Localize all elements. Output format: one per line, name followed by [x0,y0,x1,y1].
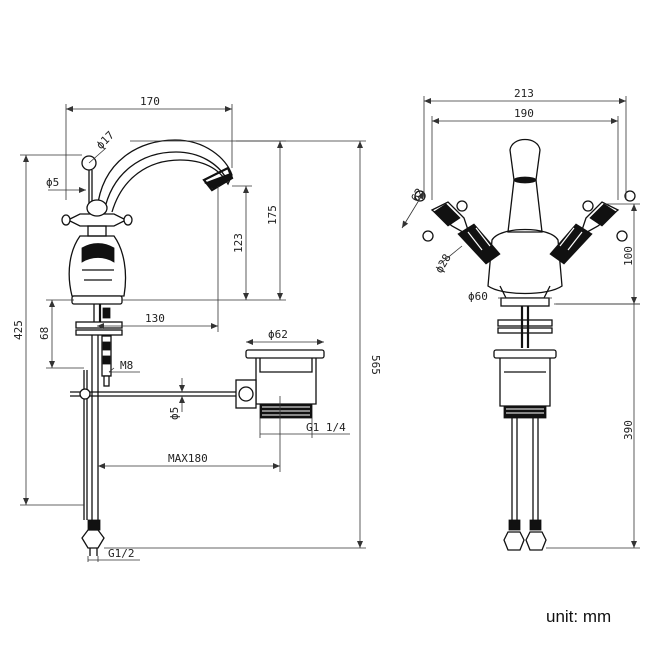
waste-dia-label: ϕ62 [268,328,288,341]
side-waste [235,349,325,419]
lever-dia-label: ϕ5 [46,176,59,189]
unit-label: unit: mm [546,607,612,626]
handle-centers-label: 190 [514,107,534,120]
side-width-label: 170 [140,95,160,108]
inlet-thread-label: G1/2 [108,547,135,560]
side-view: 170 ϕ17 ϕ5 175 123 425 68 130 ϕ62 M8 ϕ5 … [12,95,382,562]
front-faucet-body [414,138,636,551]
reach-label: 130 [145,312,165,325]
overall-height-label: 565 [369,355,382,375]
handle-height-label: 100 [622,246,635,266]
total-height-label: 425 [12,320,25,340]
rod-thread-label: M8 [120,359,133,372]
spout-hole-label: ϕ17 [94,129,117,152]
waste-thread-label: G1 1/4 [306,421,346,434]
right-handle [549,190,636,265]
front-view: 213 190 62 ϕ28 100 ϕ60 390 [401,87,640,551]
max-length-label: MAX180 [168,452,208,465]
left-handle [414,190,501,265]
front-dimensions [401,96,640,549]
handle-size-label: 62 [409,186,427,204]
side-faucet-body [61,139,236,556]
spout-height-label: 175 [266,205,279,225]
deck-height-label: 68 [38,327,51,340]
front-width-label: 213 [514,87,534,100]
side-dimensions [20,104,366,562]
base-dia-label: ϕ60 [468,290,488,303]
rod-dia-label: ϕ5 [168,407,181,420]
hose-length-label: 390 [622,420,635,440]
outlet-height-label: 123 [232,233,245,253]
